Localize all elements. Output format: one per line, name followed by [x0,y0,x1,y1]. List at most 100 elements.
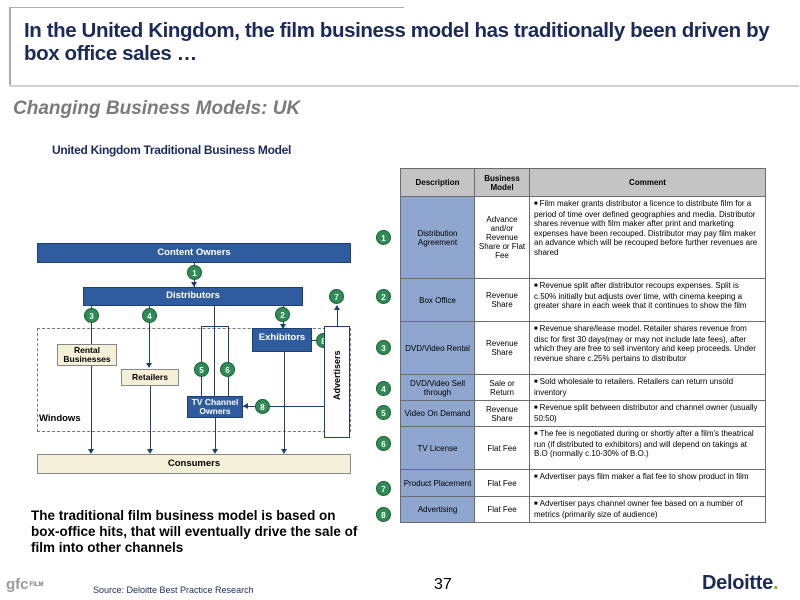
row-marker-5: 5 [376,405,391,420]
connector [201,326,202,396]
row-comment: ■Film maker grants distributor a licence… [529,196,766,279]
row-description: Advertising [400,496,475,523]
connector [149,306,150,366]
source-note: Source: Deloitte Best Practice Research [93,585,254,595]
arrow-down-icon [281,449,287,454]
row-comment: ■Revenue split between distributor and c… [529,400,766,427]
windows-region [37,328,351,432]
consumers-bar: Consumers [37,454,351,474]
marker-8-tv: 8 [255,399,270,414]
title-bottom-rule [9,85,799,87]
deloitte-logo-text: Deloitte [702,572,773,594]
row-comment: ■Revenue split after distributor recoups… [529,278,766,322]
marker-6: 6 [220,362,235,377]
row-model: Sale or Return [474,374,530,401]
arrow-left-icon [243,403,248,409]
row-model: Revenue Share [474,400,530,427]
bullet-icon: ■ [534,474,538,480]
marker-3: 3 [84,308,99,323]
bullet-icon: ■ [534,431,538,437]
slide-subtitle: Changing Business Models: UK [13,98,301,119]
row-description: Video On Demand [400,400,475,427]
row-marker-3: 3 [376,340,391,355]
rental-businesses-node: Rental Businesses [57,344,117,366]
table-row: DVD/Video Sell through Sale or Return ■S… [400,374,766,401]
title-block: In the United Kingdom, the film business… [9,7,799,87]
distributors-bar: Distributors [83,287,303,306]
arrow-down-icon [146,363,152,368]
arrow-down-icon [191,282,197,287]
row-description: TV License [400,426,475,470]
comment-text: Advertiser pays channel owner fee based … [534,499,743,519]
deloitte-logo: Deloitte. [702,572,779,595]
marker-2: 2 [275,307,290,322]
table-row: DVD/Video Rental Revenue Share ■Revenue … [400,321,766,375]
row-marker-8: 8 [376,507,391,522]
content-owners-bar: Content Owners [37,243,351,263]
bullet-icon: ■ [534,283,538,289]
row-marker-1: 1 [376,230,391,245]
bullet-icon: ■ [534,326,538,332]
row-marker-6: 6 [376,436,391,451]
slide-title: In the United Kingdom, the film business… [24,19,770,65]
marker-5: 5 [194,362,209,377]
table-row: Advertising Flat Fee ■Advertiser pays ch… [400,496,766,523]
bullet-icon: ■ [534,379,538,385]
tv-channel-owners-node: TV Channel Owners [187,396,243,418]
deloitte-logo-dot: . [772,572,779,594]
marker-1: 1 [187,265,202,280]
table-row: Distribution Agreement Advance and/or Re… [400,196,766,279]
connector [243,406,324,407]
row-comment: ■Revenue share/lease model. Retailer sha… [529,321,766,375]
row-description: DVD/Video Sell through [400,374,475,401]
table-header-business-model: Business Model [474,168,530,197]
connector [91,306,92,449]
windows-label: Windows [39,413,81,424]
table-header-description: Description [400,168,475,197]
row-marker-4: 4 [376,381,391,396]
row-model: Flat Fee [474,496,530,523]
row-model: Advance and/or Revenue Share or Flat Fee [474,196,530,279]
diagram-title: United Kingdom Traditional Business Mode… [52,143,292,157]
exhibitors-node: Exhibitors [252,328,312,352]
comment-text: Revenue share/lease model. Retailer shar… [534,324,756,363]
row-comment: ■Sold wholesale to retailers. Retailers … [529,374,766,401]
row-description: Product Placement [400,469,475,497]
comment-text: Revenue split after distributor recoups … [534,281,747,310]
arrow-down-icon [147,449,153,454]
connector [337,306,338,326]
page-number: 37 [434,576,452,593]
arrow-down-icon [280,324,286,329]
retailers-node: Retailers [121,369,179,386]
row-comment: ■Advertiser pays film maker a flat fee t… [529,469,766,497]
row-model: Revenue Share [474,321,530,375]
row-model: Flat Fee [474,469,530,497]
table-header-comment: Comment [529,168,766,197]
row-description: DVD/Video Rental [400,321,475,375]
connector [150,386,151,449]
advertisers-node [324,326,350,438]
table-row: Box Office Revenue Share ■Revenue split … [400,278,766,322]
comment-text: Revenue split between distributor and ch… [534,403,758,423]
table-row: TV License Flat Fee ■The fee is negotiat… [400,426,766,470]
bullet-icon: ■ [534,201,538,207]
advertisers-label: Advertisers [332,350,342,400]
connector [228,326,229,396]
comment-text: Film maker grants distributor a licence … [534,199,758,257]
row-marker-7: 7 [376,481,391,496]
table-row: Product Placement Flat Fee ■Advertiser p… [400,469,766,497]
arrow-up-icon [334,305,340,310]
row-comment: ■Advertiser pays channel owner fee based… [529,496,766,523]
connector [214,306,215,396]
row-model: Revenue Share [474,278,530,322]
marker-4: 4 [142,308,157,323]
connector [201,326,228,327]
row-description: Distribution Agreement [400,196,475,279]
comment-text: Advertiser pays film maker a flat fee to… [539,472,749,481]
title-vertical-rule [9,7,11,87]
bullet-icon: ■ [534,405,538,411]
comment-text: The fee is negotiated during or shortly … [534,429,754,458]
row-comment: ■The fee is negotiated during or shortly… [529,426,766,470]
gfc-logo-text: gfc [6,576,29,593]
connector [215,418,216,449]
